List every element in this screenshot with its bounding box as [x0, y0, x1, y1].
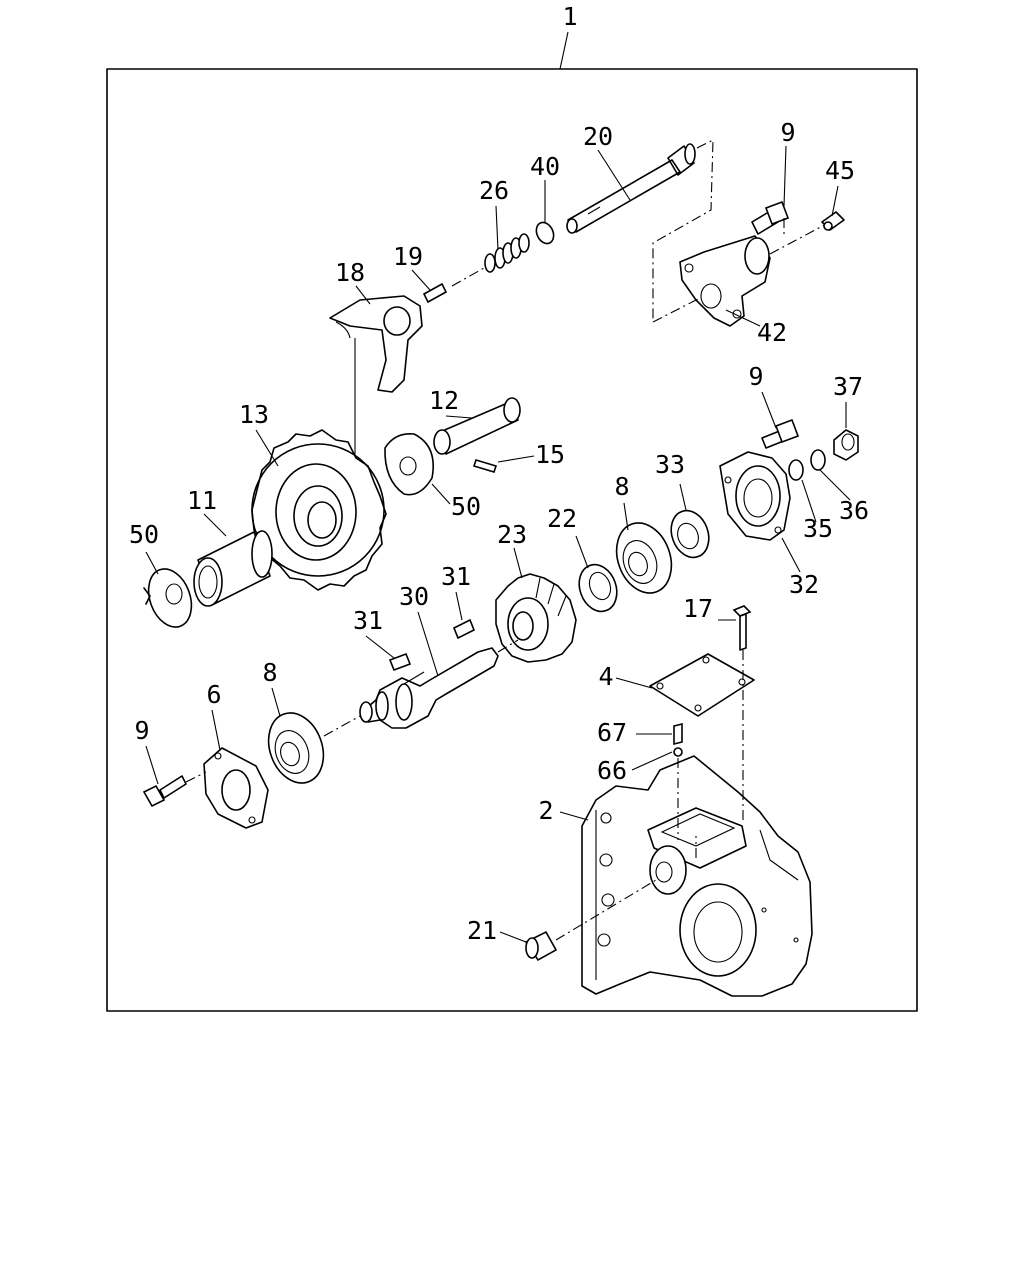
shaft-housing-42: [679, 235, 771, 327]
bolt-9-mid: [761, 418, 800, 449]
callout-30: 30: [399, 582, 429, 611]
callout-9-top: 9: [780, 118, 795, 147]
callout-19: 19: [393, 242, 423, 271]
callout-6: 6: [206, 680, 221, 709]
callout-4: 4: [598, 662, 613, 691]
pin-19: [422, 282, 448, 304]
bolt-9-lower: [142, 775, 187, 808]
seal-33: [670, 509, 710, 559]
key-31b: [452, 618, 476, 640]
callout-21: 21: [467, 916, 497, 945]
spring-26: [484, 233, 530, 273]
callout-33: 33: [655, 450, 685, 479]
ball-66: [673, 747, 683, 757]
o-ring-40: [535, 221, 555, 245]
callout-42: 42: [757, 318, 787, 347]
callout-15: 15: [535, 440, 565, 469]
thrust-washer-50-upper: [384, 432, 434, 496]
nut-37: [833, 429, 859, 461]
ring-22: [578, 563, 618, 613]
bolt-9-top: [751, 200, 790, 235]
callout-31-right: 31: [441, 562, 471, 591]
gear-13: [251, 429, 387, 591]
pin-15: [472, 459, 498, 473]
callout-26: 26: [479, 176, 509, 205]
callout-11: 11: [187, 486, 217, 515]
assembly-frame: [106, 68, 918, 1012]
washer-35: [788, 459, 804, 481]
bearing-cover-6: [203, 747, 269, 829]
callout-23: 23: [497, 520, 527, 549]
callout-13: 13: [239, 400, 269, 429]
shaft-12: [433, 397, 521, 455]
callout-1: 1: [562, 2, 577, 31]
plug-45: [821, 211, 845, 231]
callout-66: 66: [597, 756, 627, 785]
bearing-cover-32: [719, 451, 791, 541]
shift-fork-18: [329, 295, 423, 393]
plug-21: [524, 930, 558, 962]
callout-35: 35: [803, 514, 833, 543]
callout-50-lower: 50: [129, 520, 159, 549]
leader-1: [559, 31, 569, 70]
bushing-11: [193, 530, 273, 607]
key-31a: [388, 652, 412, 672]
callout-17: 17: [683, 594, 713, 623]
shift-rod-20: [566, 143, 696, 234]
callout-18: 18: [335, 258, 365, 287]
callout-50-upper: 50: [451, 492, 481, 521]
bearing-8-upper: [615, 522, 673, 594]
helical-gear-23: [495, 573, 577, 663]
callout-8-upper: 8: [614, 472, 629, 501]
thrust-washer-50-lower: [143, 568, 193, 628]
callout-67: 67: [597, 718, 627, 747]
callout-36: 36: [839, 496, 869, 525]
bearing-8-lower: [267, 712, 325, 784]
gasket-4: [649, 653, 755, 717]
callout-32: 32: [789, 570, 819, 599]
callout-2: 2: [538, 796, 553, 825]
transfer-case-2: [581, 755, 813, 997]
callout-12: 12: [429, 386, 459, 415]
callout-45: 45: [825, 156, 855, 185]
callout-20: 20: [583, 122, 613, 151]
bolt-17: [732, 605, 752, 651]
callout-31-left: 31: [353, 606, 383, 635]
callout-37: 37: [833, 372, 863, 401]
callout-9-lower: 9: [134, 716, 149, 745]
main-shaft-30: [359, 647, 499, 729]
callout-22: 22: [547, 504, 577, 533]
callout-40: 40: [530, 152, 560, 181]
dowel-67: [673, 722, 683, 746]
callout-9-mid: 9: [748, 362, 763, 391]
callout-8-lower: 8: [262, 658, 277, 687]
lock-washer-36: [810, 449, 826, 471]
